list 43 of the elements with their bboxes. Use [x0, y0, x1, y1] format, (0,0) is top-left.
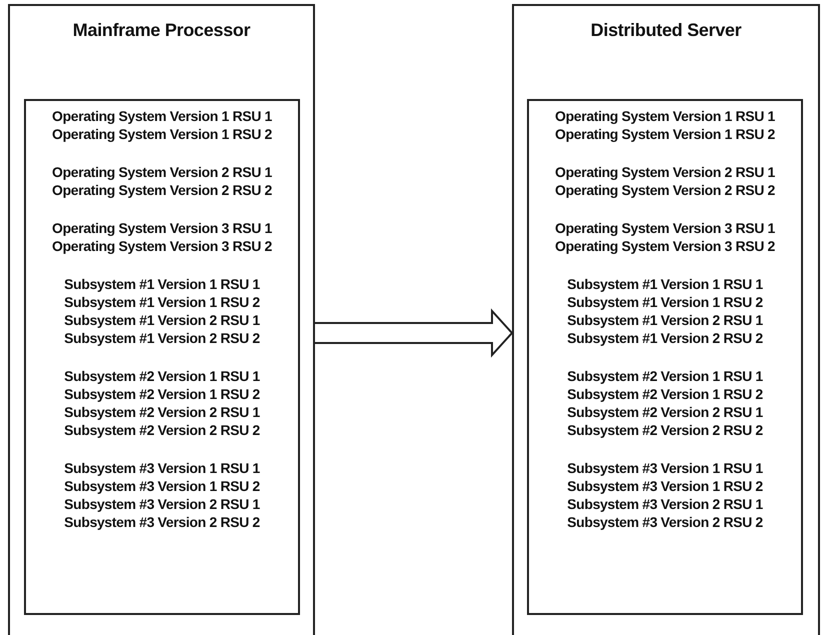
version-entry: Operating System Version 1 RSU 2 — [52, 125, 272, 143]
block-arrow — [314, 308, 514, 358]
version-entry: Operating System Version 3 RSU 1 — [555, 219, 775, 237]
version-entry: Operating System Version 1 RSU 2 — [555, 125, 775, 143]
version-entry: Subsystem #1 Version 2 RSU 2 — [64, 329, 260, 347]
version-entry: Subsystem #1 Version 1 RSU 2 — [64, 293, 260, 311]
version-entry: Subsystem #3 Version 1 RSU 2 — [64, 477, 260, 495]
version-entry: Operating System Version 2 RSU 1 — [52, 163, 272, 181]
version-entry: Operating System Version 2 RSU 1 — [555, 163, 775, 181]
version-entry: Subsystem #1 Version 1 RSU 1 — [64, 275, 260, 293]
version-entry: Subsystem #2 Version 1 RSU 2 — [64, 385, 260, 403]
version-entry: Operating System Version 1 RSU 1 — [52, 107, 272, 125]
version-entry: Subsystem #1 Version 2 RSU 2 — [567, 329, 763, 347]
version-entry: Subsystem #3 Version 2 RSU 2 — [567, 513, 763, 531]
version-entry: Operating System Version 2 RSU 2 — [52, 181, 272, 199]
version-entry: Subsystem #3 Version 1 RSU 1 — [64, 459, 260, 477]
version-entry: Subsystem #3 Version 2 RSU 2 — [64, 513, 260, 531]
panel-title: Mainframe Processor — [72, 19, 252, 42]
version-entry: Subsystem #2 Version 2 RSU 2 — [567, 421, 763, 439]
version-entry: Operating System Version 3 RSU 2 — [555, 237, 775, 255]
version-entry: Subsystem #2 Version 1 RSU 1 — [64, 367, 260, 385]
version-entry: Subsystem #2 Version 1 RSU 2 — [567, 385, 763, 403]
version-entry: Operating System Version 3 RSU 1 — [52, 219, 272, 237]
version-entry: Subsystem #3 Version 1 RSU 2 — [567, 477, 763, 495]
version-entry: Subsystem #3 Version 2 RSU 1 — [64, 495, 260, 513]
system-panel — [512, 4, 820, 635]
version-entry: Subsystem #1 Version 1 RSU 2 — [567, 293, 763, 311]
version-entry: Subsystem #1 Version 1 RSU 1 — [567, 275, 763, 293]
version-entry: Subsystem #2 Version 1 RSU 1 — [567, 367, 763, 385]
version-entry: Operating System Version 1 RSU 1 — [555, 107, 775, 125]
version-entry: Subsystem #2 Version 2 RSU 1 — [64, 403, 260, 421]
version-entry: Operating System Version 2 RSU 2 — [555, 181, 775, 199]
version-entry: Subsystem #3 Version 2 RSU 1 — [567, 495, 763, 513]
panel-title: Distributed Server — [590, 19, 742, 42]
version-entry: Subsystem #1 Version 2 RSU 1 — [567, 311, 763, 329]
system-panel — [8, 4, 315, 635]
version-entry: Operating System Version 3 RSU 2 — [52, 237, 272, 255]
version-entry: Subsystem #2 Version 2 RSU 2 — [64, 421, 260, 439]
version-entry: Subsystem #2 Version 2 RSU 1 — [567, 403, 763, 421]
version-entry: Subsystem #3 Version 1 RSU 1 — [567, 459, 763, 477]
version-list-box — [24, 99, 300, 615]
version-list-box — [527, 99, 803, 615]
version-entry: Subsystem #1 Version 2 RSU 1 — [64, 311, 260, 329]
